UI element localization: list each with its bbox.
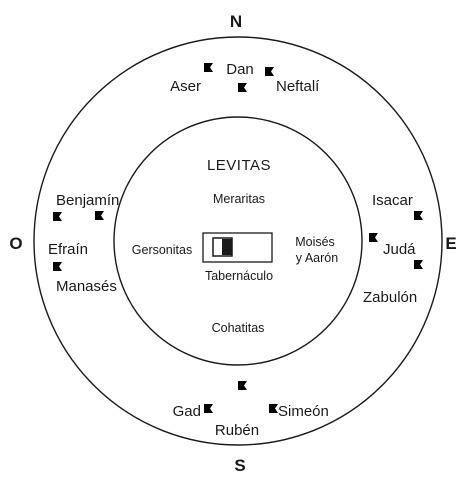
west-label: O	[9, 234, 22, 253]
tribe-efrain: Efraín	[48, 241, 88, 258]
tribe-simeon: Simeón	[278, 403, 329, 420]
banner-flag-icon	[238, 380, 247, 405]
banner-flag-icon	[238, 82, 247, 107]
tribe-dan: Dan	[226, 61, 254, 78]
banner-flag-icon	[414, 259, 423, 284]
banner-flag-icon	[204, 62, 213, 87]
ark-icon	[212, 237, 233, 257]
banner-flag-icon	[265, 66, 274, 91]
tribe-juda: Judá	[383, 241, 416, 258]
east-label: E	[445, 234, 456, 253]
tribe-manases: Manasés	[56, 278, 117, 295]
tribe-zabulon: Zabulón	[363, 289, 417, 306]
tribe-ruben: Rubén	[215, 422, 259, 439]
group-cohatitas: Cohatitas	[212, 321, 265, 335]
levitas-title: LEVITAS	[207, 157, 271, 174]
tribe-isacar: Isacar	[372, 192, 413, 209]
tribe-gad: Gad	[173, 403, 201, 420]
group-moises-line2: y Aarón	[296, 251, 338, 265]
outer-camp-circle	[33, 36, 443, 446]
banner-flag-icon	[414, 210, 423, 235]
south-label: S	[234, 456, 245, 475]
banner-flag-icon	[204, 403, 213, 428]
north-label: N	[230, 12, 242, 31]
inner-levite-circle	[113, 116, 363, 366]
group-moises-line1: Moisés	[295, 235, 335, 249]
banner-flag-icon	[269, 403, 278, 428]
group-gersonitas: Gersonitas	[132, 243, 192, 257]
tribe-benjamin: Benjamín	[56, 192, 119, 209]
tribe-aser: Aser	[170, 78, 201, 95]
tabernacle	[202, 232, 273, 263]
banner-flag-icon	[95, 210, 104, 235]
banner-flag-icon	[369, 232, 378, 257]
tribe-neftali: Neftalí	[276, 78, 320, 95]
banner-flag-icon	[53, 211, 62, 236]
tabernacle-label: Tabernáculo	[205, 269, 273, 283]
group-meraritas: Meraritas	[213, 192, 265, 206]
